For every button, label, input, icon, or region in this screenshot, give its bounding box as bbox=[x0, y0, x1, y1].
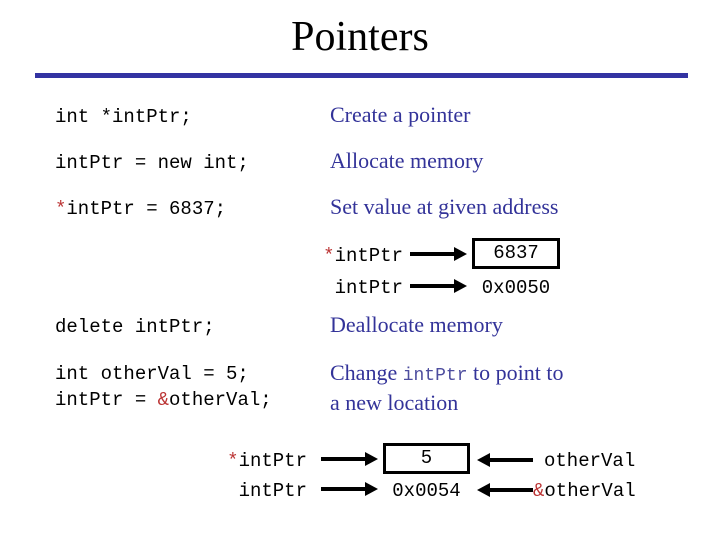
arrow-left-icon bbox=[477, 483, 533, 497]
code-line-reassign: intPtr = &otherVal; bbox=[55, 389, 272, 411]
desc-change-pointer-line1: Change intPtr to point to bbox=[330, 360, 563, 389]
arrow-head bbox=[454, 279, 467, 293]
desc-deallocate-memory: Deallocate memory bbox=[330, 312, 503, 337]
code-line-allocate: intPtr = new int; bbox=[55, 152, 249, 174]
desc-change-pointer-line2: a new location bbox=[330, 390, 459, 415]
desc-change-code: intPtr bbox=[402, 366, 468, 386]
diagram1-deref-name: intPtr bbox=[334, 245, 403, 267]
diagram2-deref-star: * bbox=[227, 450, 239, 472]
arrow-head bbox=[365, 452, 378, 466]
code-line-delete: delete intPtr; bbox=[55, 316, 215, 338]
arrow-shaft bbox=[321, 457, 367, 461]
arrow-right-icon bbox=[410, 279, 467, 293]
arrow-right-icon bbox=[410, 247, 467, 261]
arrow-head bbox=[365, 482, 378, 496]
desc-create-pointer: Create a pointer bbox=[330, 102, 471, 127]
arrow-shaft bbox=[488, 458, 533, 462]
diagram2-address-of-label: &otherVal bbox=[533, 480, 636, 502]
desc-change-post: to point to bbox=[467, 360, 564, 385]
diagram2-address-value: 0x0054 bbox=[392, 480, 461, 502]
code-line-declare-pointer: int *intPtr; bbox=[55, 106, 192, 128]
arrow-right-icon bbox=[321, 452, 378, 466]
code-line-set-value-rest: intPtr = 6837; bbox=[66, 198, 227, 220]
diagram2-deref-name: intPtr bbox=[238, 450, 307, 472]
desc-allocate-memory: Allocate memory bbox=[330, 148, 484, 173]
title-underline bbox=[35, 73, 688, 78]
arrow-shaft bbox=[410, 252, 456, 256]
diagram2-amp: & bbox=[533, 480, 545, 502]
arrow-shaft bbox=[321, 487, 367, 491]
code-line-reassign-post: otherVal; bbox=[169, 389, 272, 411]
arrow-head bbox=[454, 247, 467, 261]
diagram1-value-box: 6837 bbox=[472, 238, 560, 269]
arrow-left-icon bbox=[477, 453, 533, 467]
diagram2-value-box: 5 bbox=[383, 443, 470, 474]
diagram1-address-value: 0x0050 bbox=[481, 277, 551, 299]
address-of-amp: & bbox=[157, 389, 170, 411]
diagram1-pointer-label: intPtr bbox=[334, 277, 403, 299]
diagram2-deref-label: *intPtr bbox=[160, 450, 307, 472]
code-line-set-value: *intPtr = 6837; bbox=[55, 198, 226, 220]
arrow-head bbox=[477, 483, 490, 497]
diagram2-address-of-name: otherVal bbox=[544, 480, 636, 502]
diagram1-deref-star: * bbox=[323, 245, 335, 267]
arrow-head bbox=[477, 453, 490, 467]
code-line-otherval: int otherVal = 5; bbox=[55, 363, 249, 385]
desc-set-value: Set value at given address bbox=[330, 194, 559, 219]
arrow-shaft bbox=[410, 284, 456, 288]
diagram1-deref-label: *intPtr bbox=[250, 245, 403, 267]
desc-change-pre: Change bbox=[330, 360, 403, 385]
slide-title: Pointers bbox=[291, 14, 429, 60]
arrow-shaft bbox=[488, 488, 533, 492]
arrow-right-icon bbox=[321, 482, 378, 496]
code-line-reassign-pre: intPtr = bbox=[55, 389, 158, 411]
diagram2-pointer-label: intPtr bbox=[238, 480, 307, 502]
dereference-star: * bbox=[55, 198, 67, 220]
diagram2-source-label: otherVal bbox=[544, 450, 636, 472]
